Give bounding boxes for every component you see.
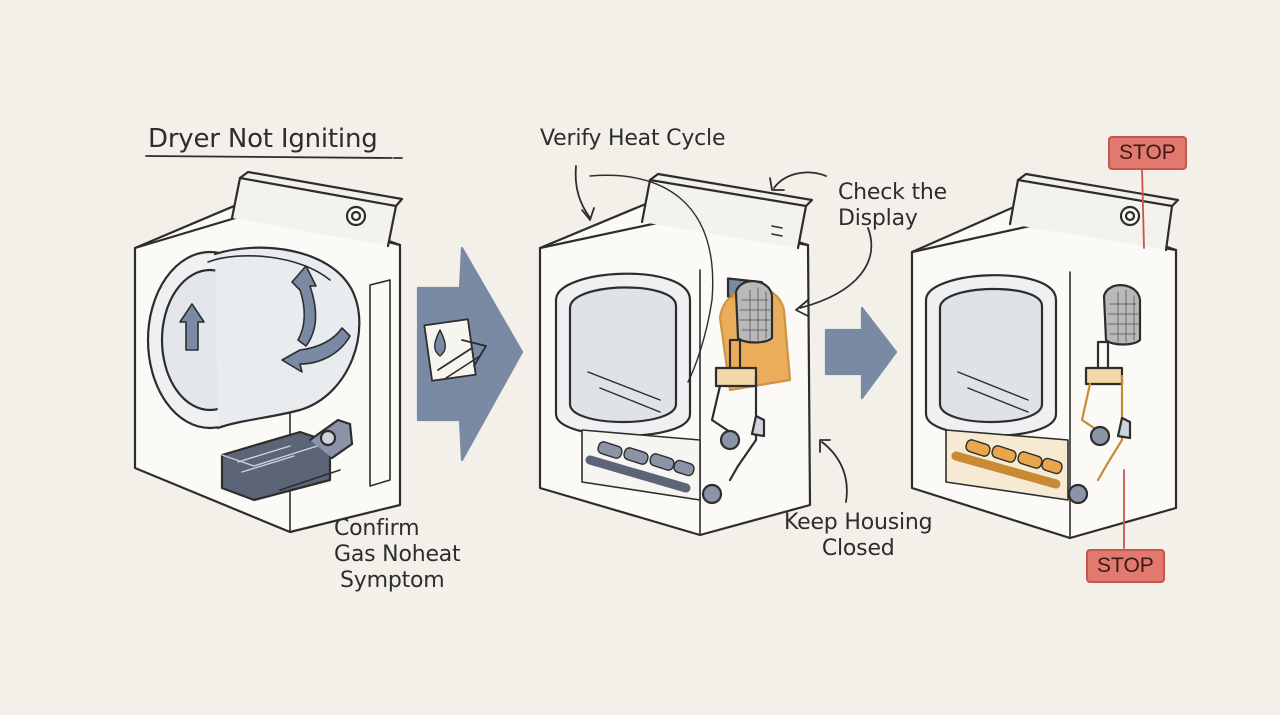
step-check-display-line-1: Check the <box>838 180 947 205</box>
step-confirm-line-1: Confirm <box>334 516 420 541</box>
step-confirm-line-2: Gas Noheat <box>334 542 461 567</box>
step-keep-housing-closed: Keep Housing Closed <box>784 510 933 562</box>
dryer-2 <box>538 172 814 537</box>
arrow-1 <box>416 246 524 462</box>
step-check-display: Check the Display <box>838 180 947 232</box>
dryer-1 <box>133 170 404 534</box>
step-check-display-line-2: Display <box>838 206 918 231</box>
stop-badge-top: STOP <box>1108 136 1187 170</box>
drum-rotation-arrows <box>179 265 351 373</box>
step-keep-housing-line-2: Closed <box>821 536 895 561</box>
arrow-2 <box>824 306 898 400</box>
stop-badge-bottom: STOP <box>1086 549 1165 583</box>
step-keep-housing-line-1: Keep Housing <box>784 510 933 535</box>
callout-arrows <box>574 165 873 503</box>
title: Dryer Not Igniting <box>148 124 378 154</box>
step-verify-heat-cycle: Verify Heat Cycle <box>540 126 726 151</box>
step-confirm-symptom: Confirm Gas Noheat Symptom <box>334 516 461 594</box>
dryer-3 <box>910 172 1180 540</box>
step-confirm-line-3: Symptom <box>340 568 445 593</box>
